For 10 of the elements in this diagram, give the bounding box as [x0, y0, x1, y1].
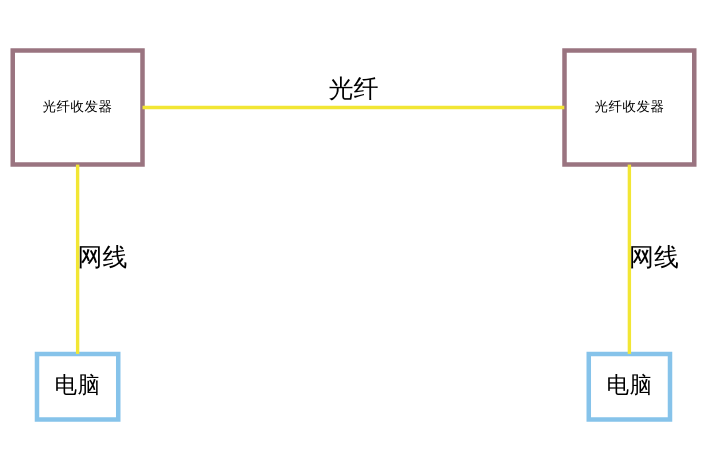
connector	[76, 164, 80, 354]
edge-label: 网线	[77, 242, 128, 272]
edge-label: 网线	[629, 242, 680, 272]
node-box: 光纤收发器	[10, 48, 145, 167]
connector	[628, 164, 632, 354]
edge-label: 光纤	[328, 74, 378, 103]
node-box: 电脑	[586, 352, 672, 422]
connector	[142, 106, 564, 110]
node-box: 电脑	[34, 352, 120, 422]
node-box: 光纤收发器	[562, 48, 697, 167]
